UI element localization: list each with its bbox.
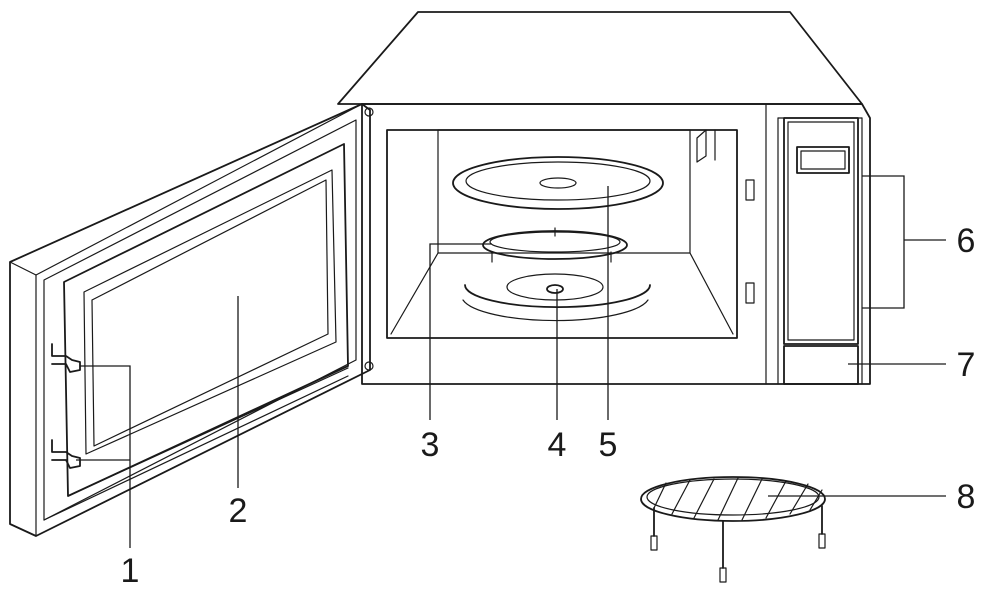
glass-tray <box>452 156 664 210</box>
control-panel-face <box>783 117 859 345</box>
callout-2: 2 <box>229 492 248 530</box>
oven-cavity <box>364 107 755 371</box>
rack-leg-right <box>818 533 826 549</box>
callout-8: 8 <box>957 478 976 516</box>
door-screen-frame <box>63 143 349 497</box>
door-latch-hole-lower <box>745 282 755 304</box>
callout-7: 7 <box>957 346 976 384</box>
latch-upper <box>51 343 81 373</box>
leader-3 <box>429 243 492 420</box>
hinge-top <box>364 107 374 117</box>
callout-6: 6 <box>957 222 976 260</box>
callout-5: 5 <box>599 426 618 464</box>
cabinet <box>337 11 871 385</box>
display-window <box>796 146 850 174</box>
cabinet-top <box>337 11 863 105</box>
waveguide-cover <box>696 129 707 163</box>
door-latch-hole-upper <box>745 179 755 201</box>
callout-1: 1 <box>121 552 140 590</box>
latch-lower <box>51 439 81 469</box>
leader-6-bracket <box>862 175 905 309</box>
grill-rack <box>640 476 826 583</box>
callout-3: 3 <box>421 426 440 464</box>
rack-leg-left <box>650 535 658 551</box>
hinge-bottom <box>364 361 374 371</box>
door-release-button <box>783 345 859 385</box>
rack-leg-front <box>719 567 727 583</box>
grill-rack-wires <box>653 477 823 521</box>
leader-1 <box>80 365 131 548</box>
cabinet-front-frame <box>361 103 871 385</box>
control-panel <box>783 117 859 385</box>
door-assembly <box>9 103 371 537</box>
leader-lines <box>76 175 946 548</box>
callout-4: 4 <box>548 426 567 464</box>
door-window <box>83 169 337 455</box>
cavity-back-wall <box>437 129 691 254</box>
door-latches <box>51 343 81 469</box>
callout-labels: 1 2 3 4 5 6 7 8 <box>121 222 976 590</box>
roller-ring <box>482 227 628 263</box>
